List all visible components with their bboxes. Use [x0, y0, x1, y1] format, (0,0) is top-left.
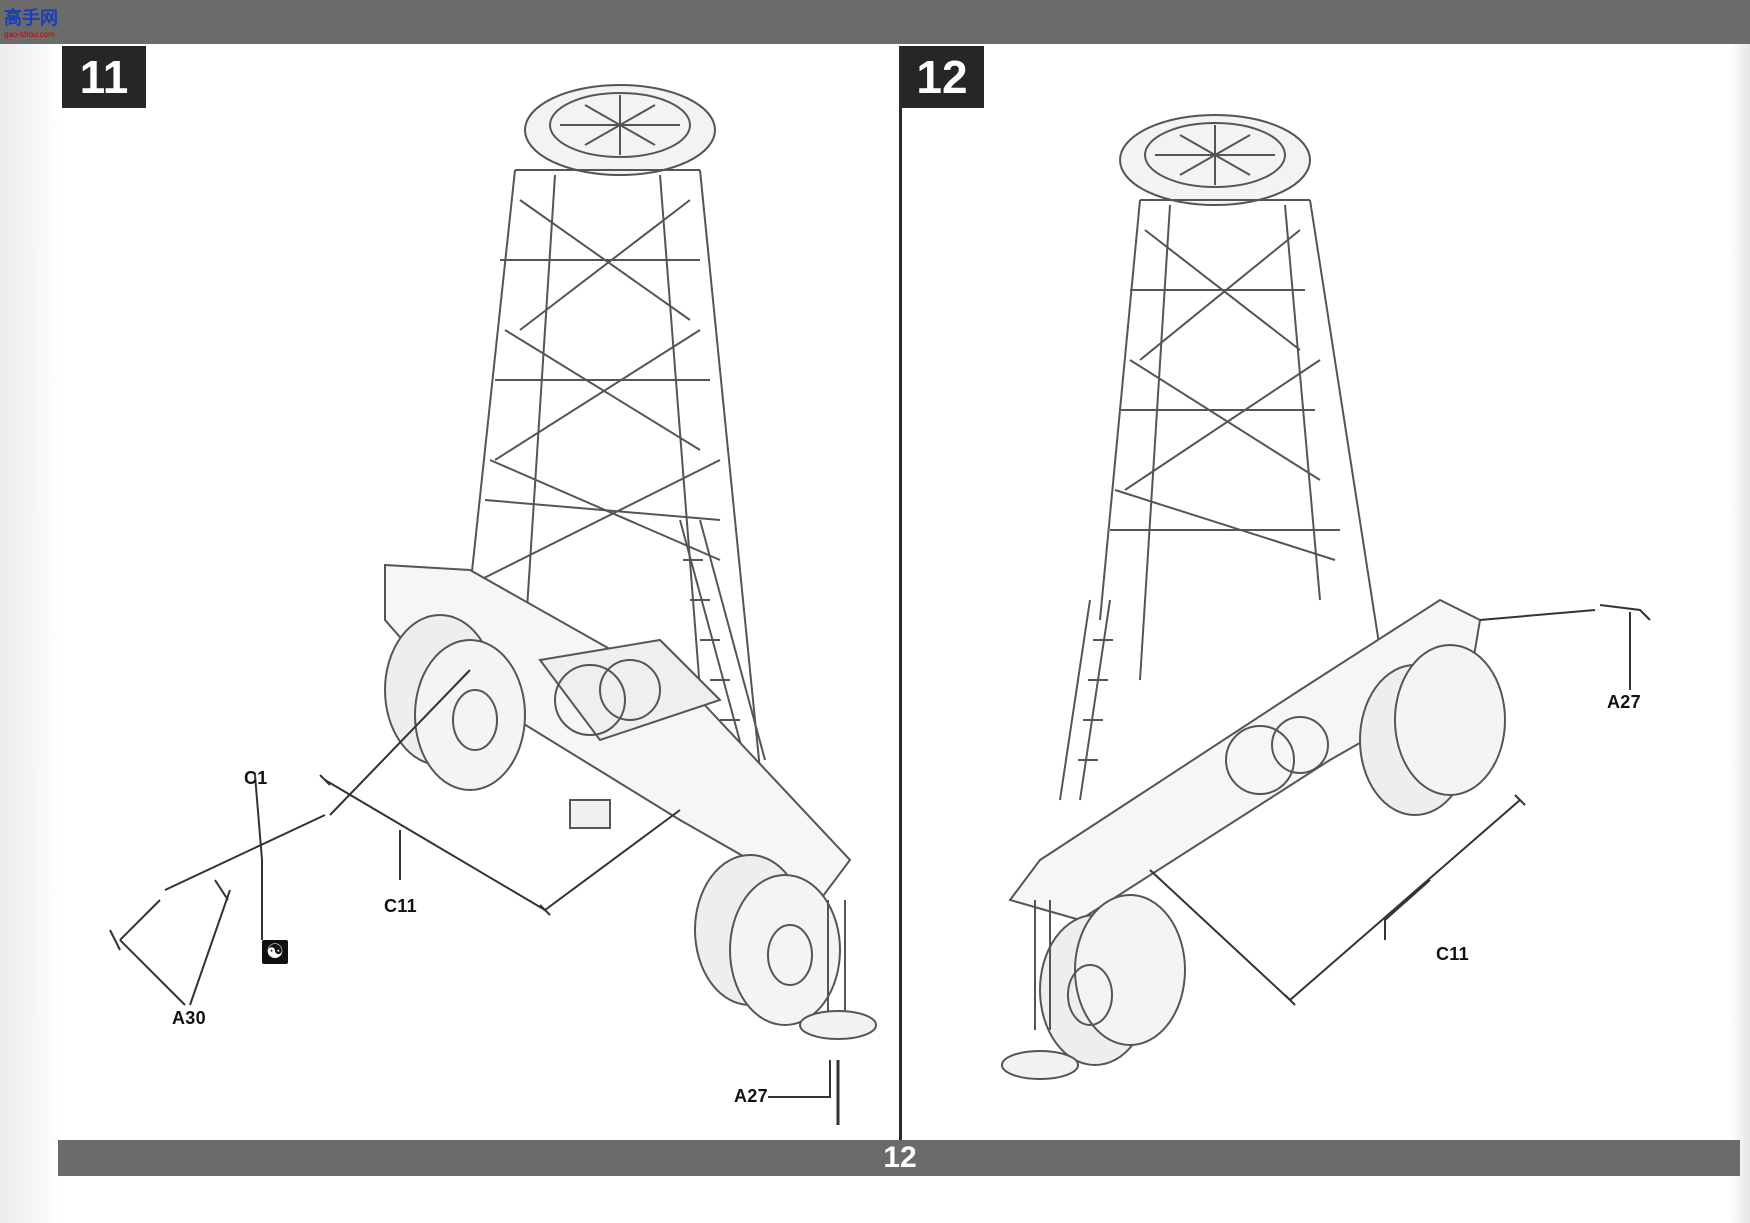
page-divider	[899, 46, 902, 1140]
label-a27-step12: A27	[1607, 692, 1641, 712]
step-12-badge: 12	[900, 46, 984, 108]
step-11-part-lines	[109, 669, 840, 1125]
binding-shadow	[0, 44, 60, 1223]
page-edge-shadow	[1730, 44, 1750, 1223]
logo-sub: gao-shou.com	[4, 30, 55, 39]
glue-icon: ☯	[262, 940, 288, 964]
label-c11-step12: C11	[1436, 944, 1469, 964]
logo-text: 高手网	[4, 8, 58, 28]
label-a27-step11: A27	[734, 1086, 768, 1106]
bottom-band	[58, 1140, 1740, 1176]
step-12-part-lines	[1149, 604, 1651, 1006]
label-c11-step11: C11	[384, 896, 417, 916]
step-12-crane-drawing	[1001, 114, 1506, 1080]
step-11-badge: 11	[62, 46, 146, 108]
watermark-logo: 高手网 gao-shou.com	[4, 4, 68, 39]
label-a30: A30	[172, 1008, 206, 1028]
top-band	[0, 0, 1750, 44]
label-c1: C1	[244, 768, 268, 788]
step-11-crane-drawing	[384, 84, 877, 1040]
page-number: 12	[883, 1141, 917, 1174]
